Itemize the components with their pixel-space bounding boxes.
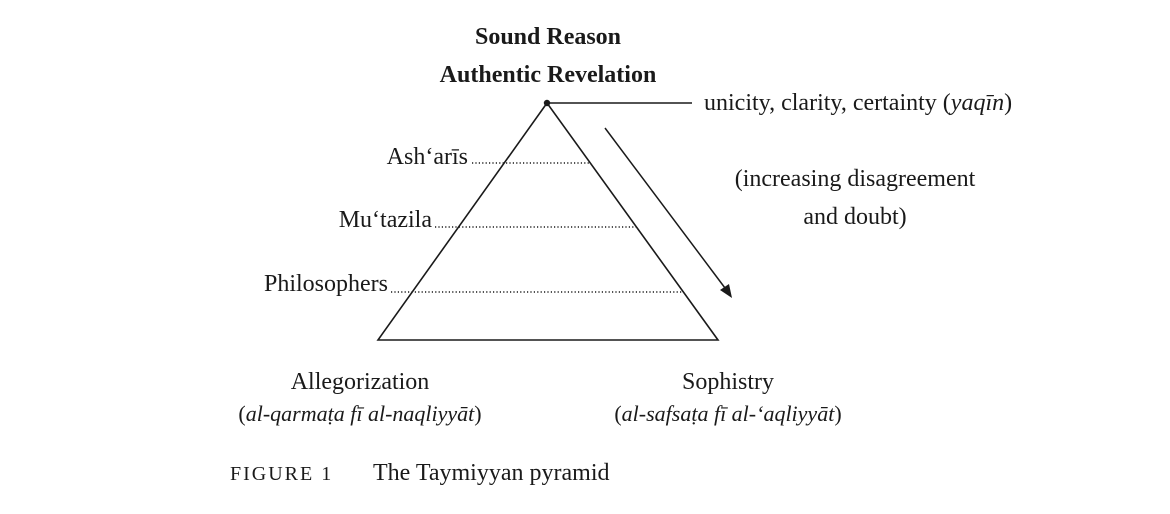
apex-label-sound-reason: Sound Reason [474, 24, 622, 50]
base-left-term-close: ) [474, 401, 482, 426]
base-right-term: (al-safsaṭa fī al-‘aqliyyāt) [566, 403, 890, 425]
base-right-term-close: ) [834, 401, 842, 426]
callout-term-yaqin: yaqīn [950, 90, 1005, 116]
level-label-mutazila: Mu‘tazila [338, 207, 432, 233]
base-right-term-open: ( [614, 401, 622, 426]
base-right-title: Sophistry [681, 369, 774, 395]
apex-label-authentic-revelation: Authentic Revelation [439, 62, 657, 88]
base-left-term: (al-qarmaṭa fī al-naqliyyāt) [200, 403, 520, 425]
level-label-philosophers: Philosophers [263, 271, 388, 297]
trend-arrow-shaft [604, 127, 729, 293]
figure-label: FIGURE 1 [230, 463, 334, 485]
figure-caption: The Taymiyyan pyramid [373, 460, 610, 486]
pyramid-triangle [376, 101, 720, 341]
base-left-title: Allegorization [290, 369, 430, 395]
trend-arrow-head [720, 284, 732, 298]
level-label-asharis: Ash‘arīs [386, 144, 468, 170]
trend-note-line1: (increasing disagreement [734, 166, 976, 192]
apex-callout: unicity, clarity, certainty (yaqīn) [704, 91, 1012, 115]
base-left-term-text: al-qarmaṭa fī al-naqliyyāt [245, 401, 475, 426]
base-right-term-text: al-safsaṭa fī al-‘aqliyyāt [621, 401, 835, 426]
trend-note-line2: and doubt) [803, 204, 907, 230]
callout-prefix: unicity, clarity, certainty ( [704, 90, 951, 116]
callout-suffix: ) [1004, 90, 1013, 116]
base-left-term-open: ( [238, 401, 246, 426]
